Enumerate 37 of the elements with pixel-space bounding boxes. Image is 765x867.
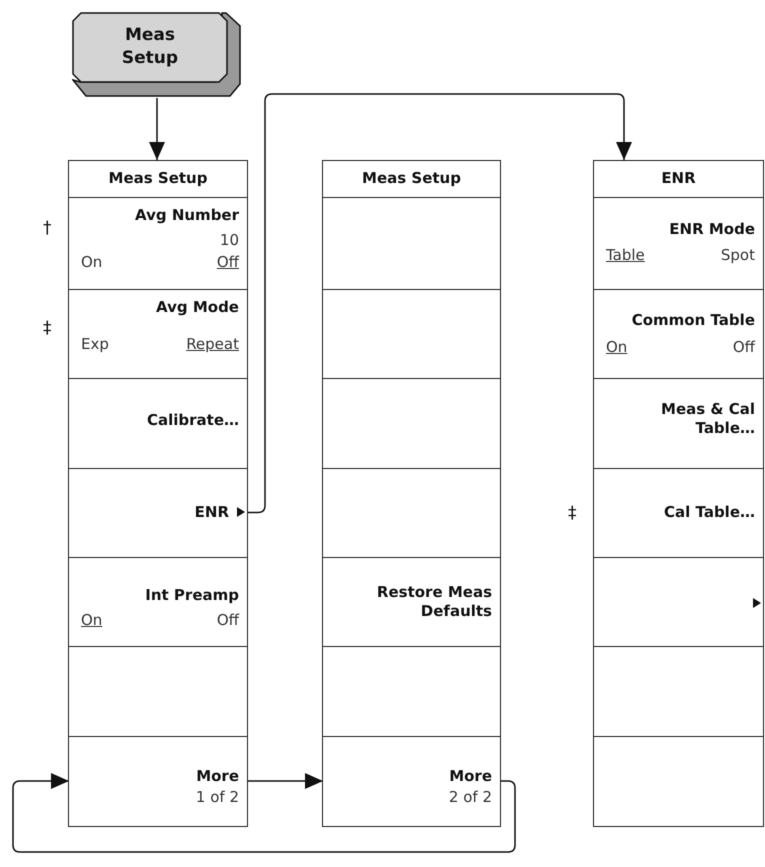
key-label: More bbox=[449, 767, 492, 786]
key-label: More bbox=[196, 767, 239, 786]
key-label: ENR bbox=[194, 503, 229, 522]
key-label: Int Preamp bbox=[145, 586, 239, 605]
option-label: On bbox=[81, 253, 102, 272]
option-label: Off bbox=[216, 253, 239, 272]
footnote-mark: † bbox=[43, 218, 52, 238]
option-label: Off bbox=[732, 338, 755, 357]
menu-title: ENR bbox=[660, 169, 697, 188]
key-label: Cal Table… bbox=[664, 503, 755, 522]
option-label: Exp bbox=[81, 335, 109, 354]
option-label: 1 of 2 bbox=[196, 788, 239, 807]
option-label: Off bbox=[216, 611, 239, 630]
key-label: Calibrate… bbox=[146, 411, 239, 430]
option-label: On bbox=[606, 338, 628, 357]
option-label: Spot bbox=[720, 246, 755, 265]
arrow bbox=[247, 773, 323, 789]
key-label: Meas & Cal Table… bbox=[660, 400, 755, 438]
footnote-mark: ‡ bbox=[43, 318, 52, 338]
key-label: Common Table bbox=[632, 311, 755, 330]
key-label: Meas Setup bbox=[120, 24, 180, 70]
option-label: On bbox=[81, 611, 102, 630]
key-label: Avg Mode bbox=[156, 298, 239, 317]
option-label: 10 bbox=[220, 231, 239, 250]
menu-title: Meas Setup bbox=[108, 169, 208, 188]
footnote-mark: ‡ bbox=[568, 503, 576, 523]
softkey-menu-panel bbox=[322, 160, 501, 827]
arrow bbox=[149, 98, 165, 160]
option-label: Repeat bbox=[186, 335, 239, 354]
arrow bbox=[247, 93, 632, 514]
front-panel-key bbox=[72, 12, 242, 98]
key-label: Restore Meas Defaults bbox=[376, 583, 492, 621]
option-label: Table bbox=[606, 246, 645, 265]
key-label: Avg Number bbox=[135, 206, 239, 225]
option-label: 2 of 2 bbox=[448, 788, 492, 807]
menu-title: Meas Setup bbox=[361, 169, 462, 188]
key-label: ENR Mode bbox=[669, 220, 755, 239]
